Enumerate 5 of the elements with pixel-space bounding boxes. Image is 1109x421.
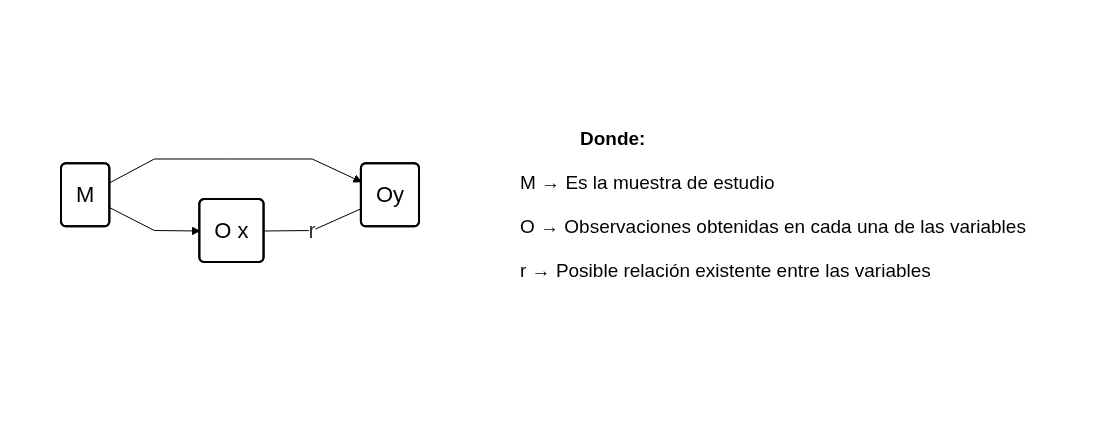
definition-text: r → Posible relación existente entre las variables: [520, 258, 932, 283]
definition-text: M → Es la muestra de estudio: [520, 170, 776, 195]
definition-text: O → Observaciones obtenidas en cada una de las variables: [520, 214, 1027, 239]
edge-label: r: [308, 218, 316, 243]
note-heading: Donde:: [579, 126, 647, 151]
